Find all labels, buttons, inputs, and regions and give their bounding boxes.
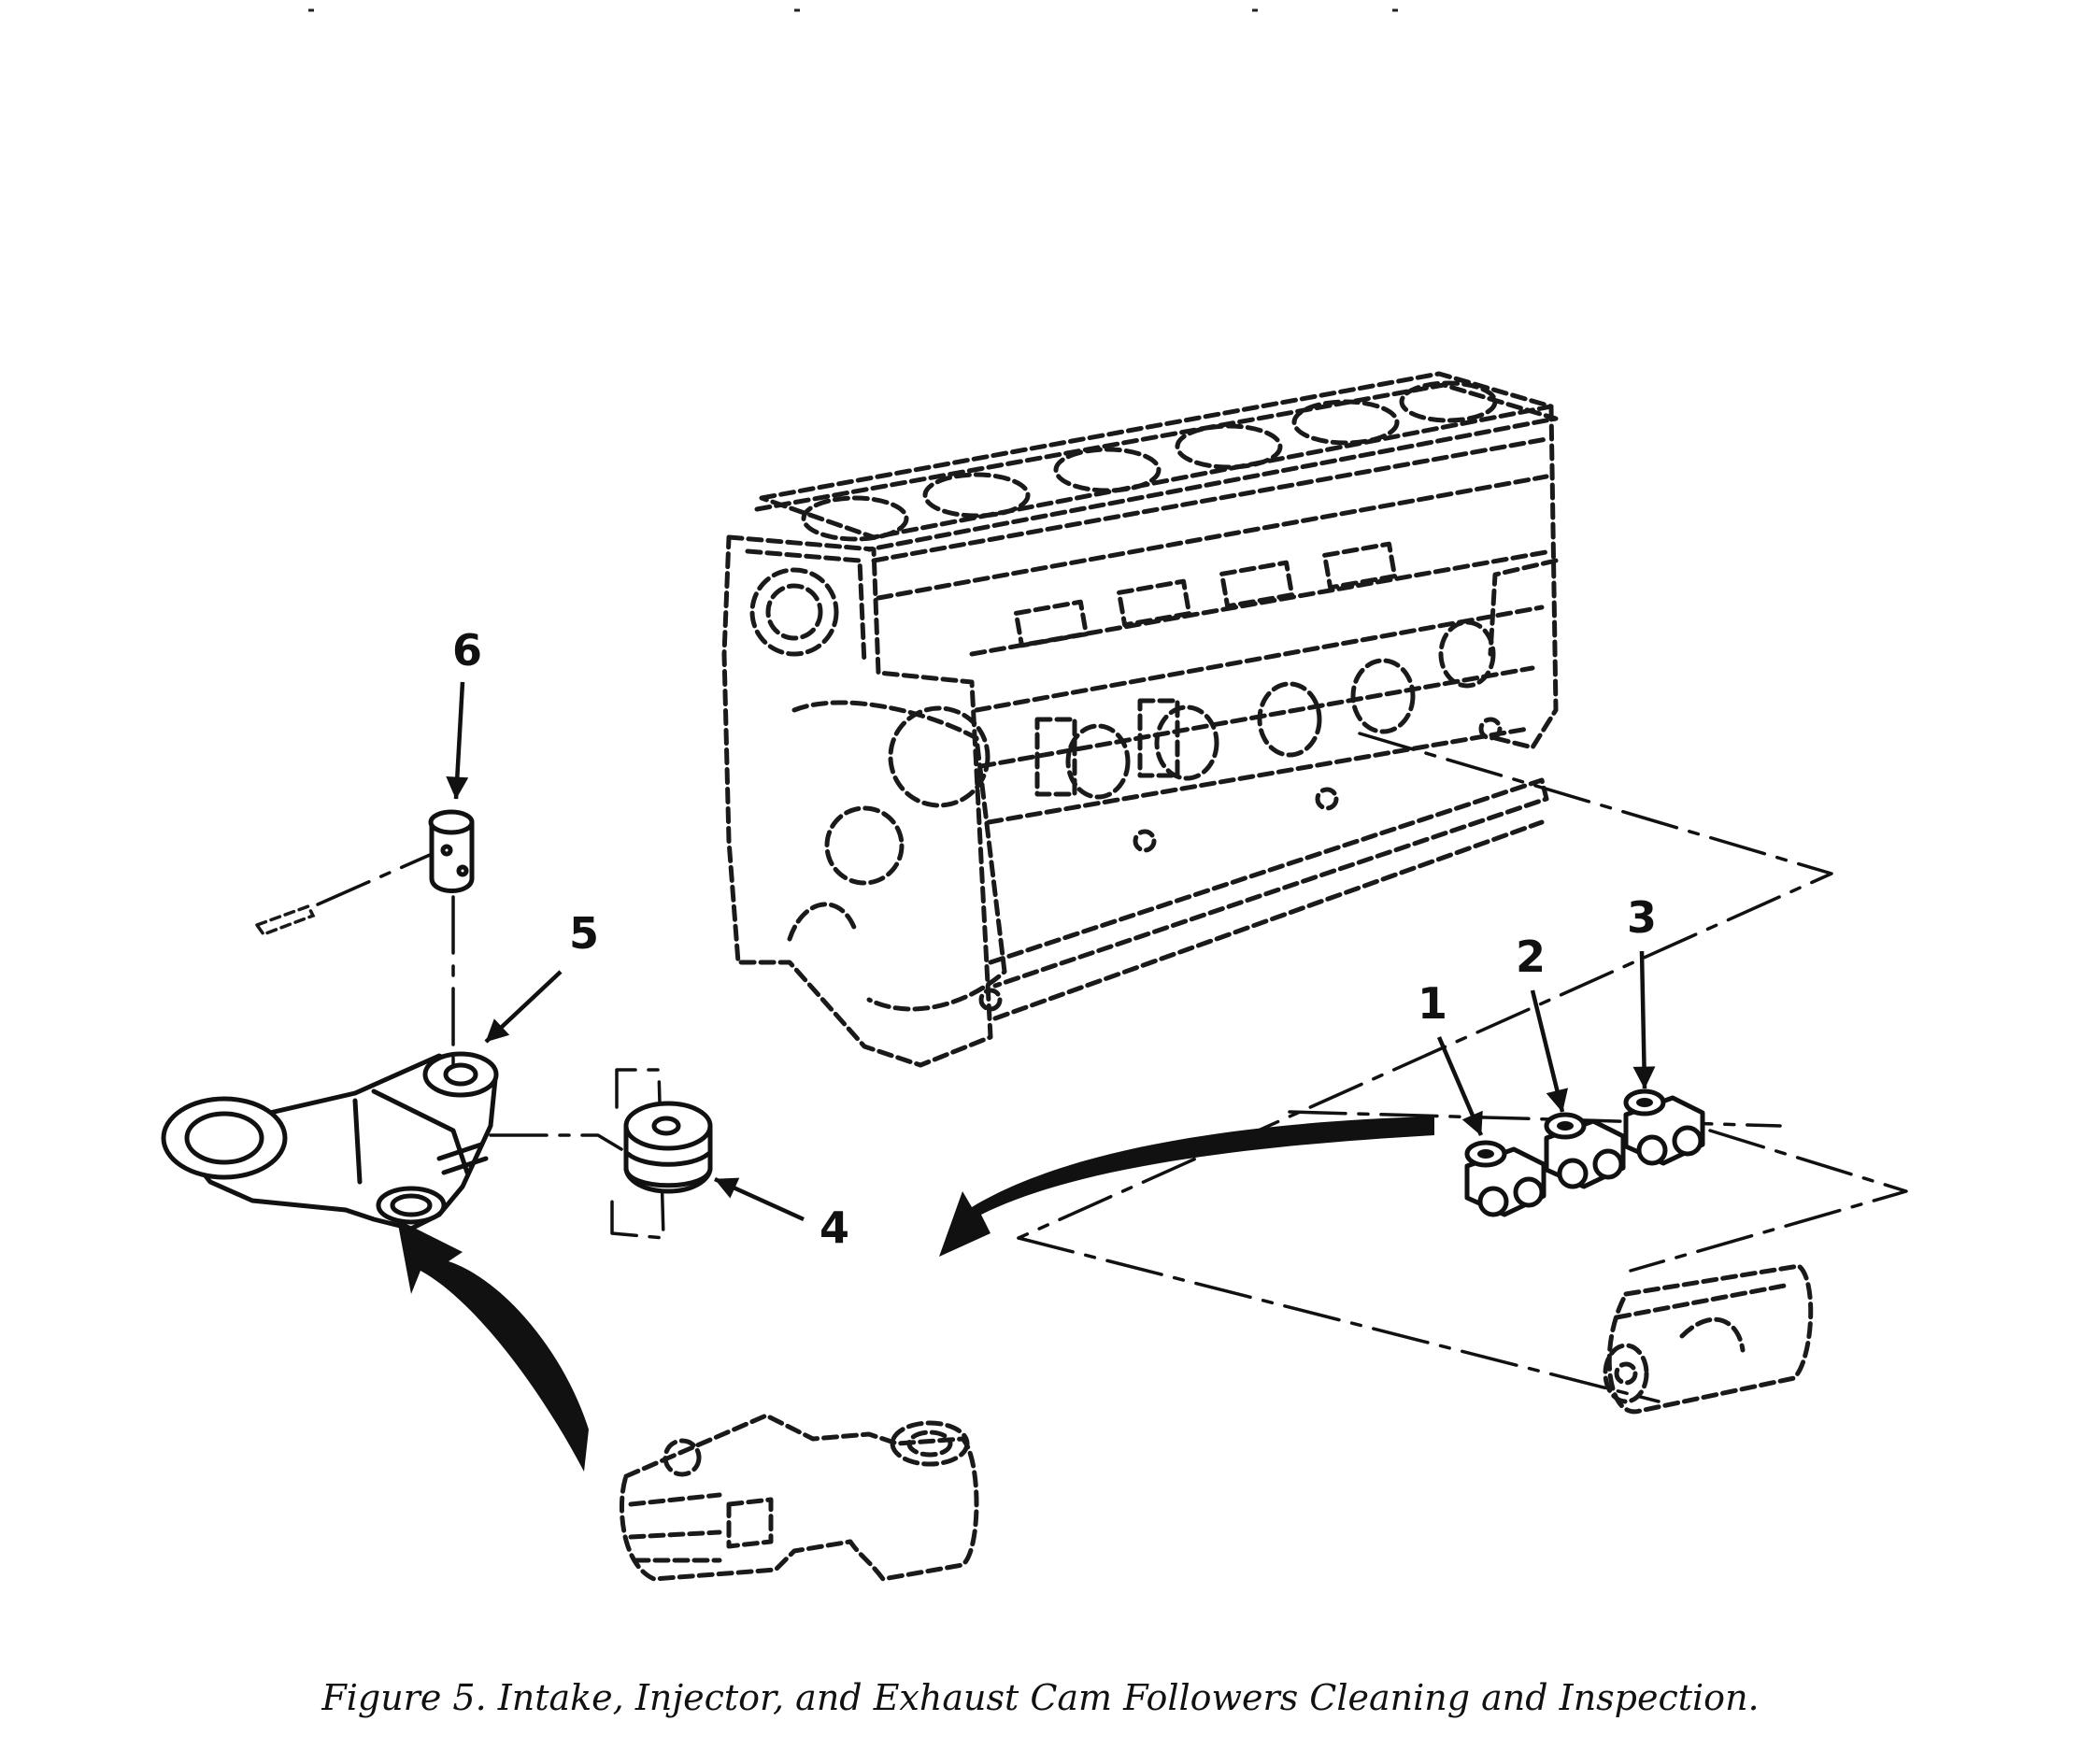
engine-block-icon: [721, 371, 1559, 1068]
cam-follower-phantom-icon: [620, 1413, 979, 1582]
cam-follower-roller-icon: [161, 1051, 499, 1231]
callout-5: 5: [484, 908, 599, 1044]
callout-label: 5: [569, 908, 599, 959]
callout-label: 3: [1627, 892, 1657, 943]
roller-guide-icon: [489, 1068, 713, 1240]
callout-6: 6: [446, 625, 482, 800]
callout-2: 2: [1516, 932, 1569, 1113]
cam-follower-pin-icon: [254, 809, 475, 1067]
direction-arrow: [939, 1117, 1434, 1257]
callout-label: 2: [1516, 932, 1546, 982]
cam-follower-icon: [1464, 1088, 1705, 1217]
callout-label: 4: [820, 1202, 849, 1253]
cam-follower-guide-icon: [1603, 1263, 1814, 1415]
callout-4: 4: [714, 1176, 849, 1253]
callout-3: 3: [1627, 892, 1657, 1089]
top-text-fragment: [308, 0, 1486, 12]
direction-arrow-lower: [397, 1219, 589, 1472]
callout-label: 6: [452, 625, 482, 676]
callout-1: 1: [1418, 978, 1484, 1136]
callout-label: 1: [1418, 978, 1447, 1029]
figure-caption: Figure 5. Intake, Injector, and Exhaust …: [321, 1677, 1760, 1718]
